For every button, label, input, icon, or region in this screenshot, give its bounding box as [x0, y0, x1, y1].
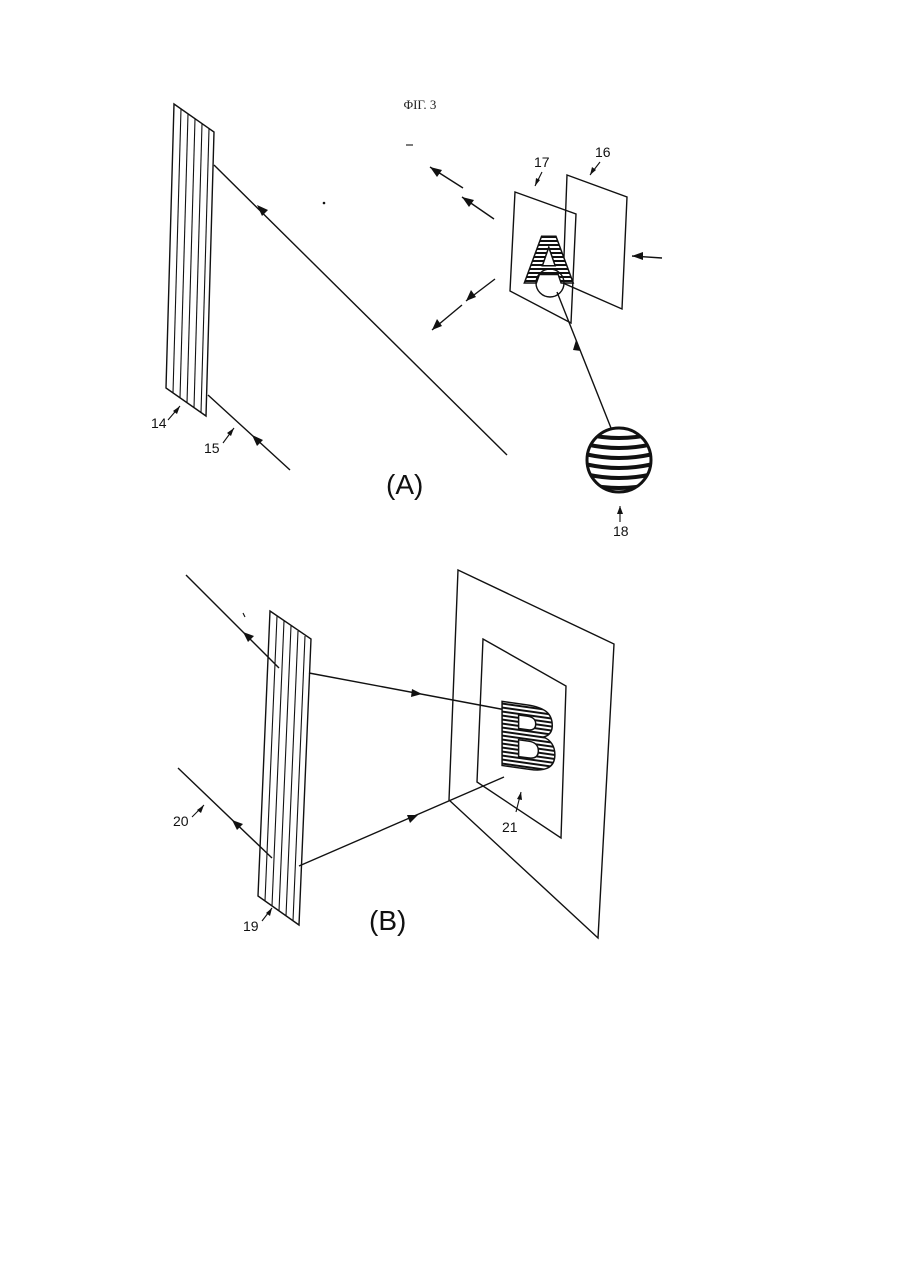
reference-beam-a	[214, 165, 507, 455]
beam-15	[208, 395, 290, 470]
figure-title: ΦΙΓ. 3	[404, 97, 437, 112]
panel-a: A 14	[151, 104, 662, 539]
object-beam-18	[557, 292, 611, 428]
label-14: 14	[151, 415, 167, 431]
reconstructed-beams	[299, 673, 506, 866]
label-21: 21	[502, 819, 518, 835]
caption-b: (B)	[369, 905, 406, 936]
letter-a: A	[524, 225, 574, 299]
label-17: 17	[534, 154, 550, 170]
label-18: 18	[613, 523, 629, 539]
scatter-arrows-a	[323, 145, 495, 330]
label-19: 19	[243, 918, 259, 934]
letter-b: B	[494, 683, 561, 795]
label-15: 15	[204, 440, 220, 456]
label-16: 16	[595, 144, 611, 160]
caption-a: (A)	[386, 469, 423, 500]
label-20: 20	[173, 813, 189, 829]
sphere-18	[585, 428, 653, 492]
panel-b: B 19 20 21 (B)	[173, 570, 614, 938]
hologram-plate-19	[258, 611, 311, 925]
hologram-plate-14	[166, 104, 214, 416]
incoming-beam-arrow-a	[632, 252, 662, 260]
